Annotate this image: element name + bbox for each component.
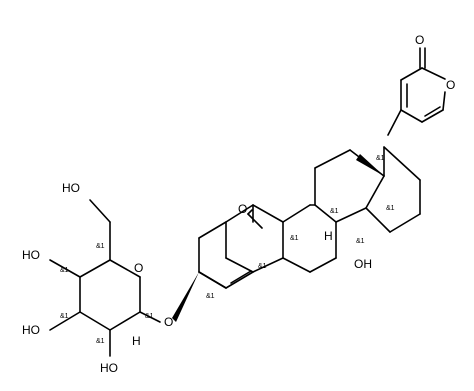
bond [442, 91, 446, 111]
stereo-label: &1 [330, 208, 339, 215]
bond [198, 271, 227, 289]
ring-a [198, 204, 284, 289]
bond [400, 109, 423, 123]
bond [225, 257, 254, 273]
bond [139, 311, 161, 323]
aldehyde [247, 204, 263, 229]
bond [400, 67, 423, 81]
bond [225, 271, 254, 289]
atom-label-h-9: H [324, 229, 333, 243]
bond [247, 213, 263, 229]
bond [387, 109, 402, 136]
stereo-label: &1 [145, 313, 154, 320]
bond [421, 67, 446, 80]
bond [421, 109, 444, 123]
bond [225, 204, 254, 223]
stereo-label: &1 [96, 338, 105, 345]
bond [282, 204, 311, 223]
bond [79, 259, 111, 278]
bond [89, 199, 111, 223]
bond [49, 259, 81, 278]
ring-c [314, 149, 385, 223]
stereo-label: &1 [376, 155, 385, 162]
stereo-label: &1 [96, 243, 105, 250]
bond [282, 257, 311, 273]
atom-label-carbonyl-o: O [415, 33, 424, 47]
bond [109, 311, 141, 331]
bond [309, 257, 337, 273]
bond [79, 311, 111, 331]
stereo-label: &1 [206, 293, 215, 300]
atom-label-oh-14: OH [354, 257, 372, 271]
bond [314, 204, 337, 223]
bond [49, 311, 81, 331]
bond [314, 149, 351, 169]
sugar-ring [49, 199, 141, 357]
bond [198, 221, 227, 239]
atom-label-ho-bottom: HO [100, 361, 118, 375]
bond [365, 175, 385, 209]
atom-label-sugar-h: H [132, 334, 141, 348]
stereo-label: &1 [258, 263, 267, 270]
bond [247, 209, 253, 215]
glycosidic-link [139, 272, 199, 323]
stereo-wedge [172, 272, 199, 322]
atom-label-ho-top: HO [62, 181, 80, 195]
atom-label-aldehyde-o: O [238, 202, 247, 216]
atom-label-ring-o: O [446, 78, 455, 92]
bond [335, 207, 367, 223]
ring-b [282, 204, 337, 273]
atom-label-ho-left: HO [22, 248, 40, 262]
stereo-label: &1 [386, 205, 395, 212]
bond [389, 213, 421, 233]
atom-label-ho-bottom-left: HO [22, 323, 40, 337]
atom-label-ether-o: O [164, 315, 173, 329]
bond [252, 204, 284, 223]
stereo-label: &1 [60, 267, 69, 274]
ring-d [365, 146, 421, 233]
stereo-label: &1 [60, 313, 69, 320]
bond [424, 106, 441, 117]
bond [109, 259, 141, 278]
bond [252, 257, 284, 273]
bond [230, 270, 252, 284]
stereo-label: &1 [290, 235, 299, 242]
stereo-label: &1 [356, 238, 365, 245]
pyranone-ring [387, 47, 446, 136]
bond [365, 207, 391, 233]
bond [383, 146, 421, 181]
atom-label-sugar-ring-o: O [134, 261, 143, 275]
stereo-wedge [356, 154, 384, 176]
